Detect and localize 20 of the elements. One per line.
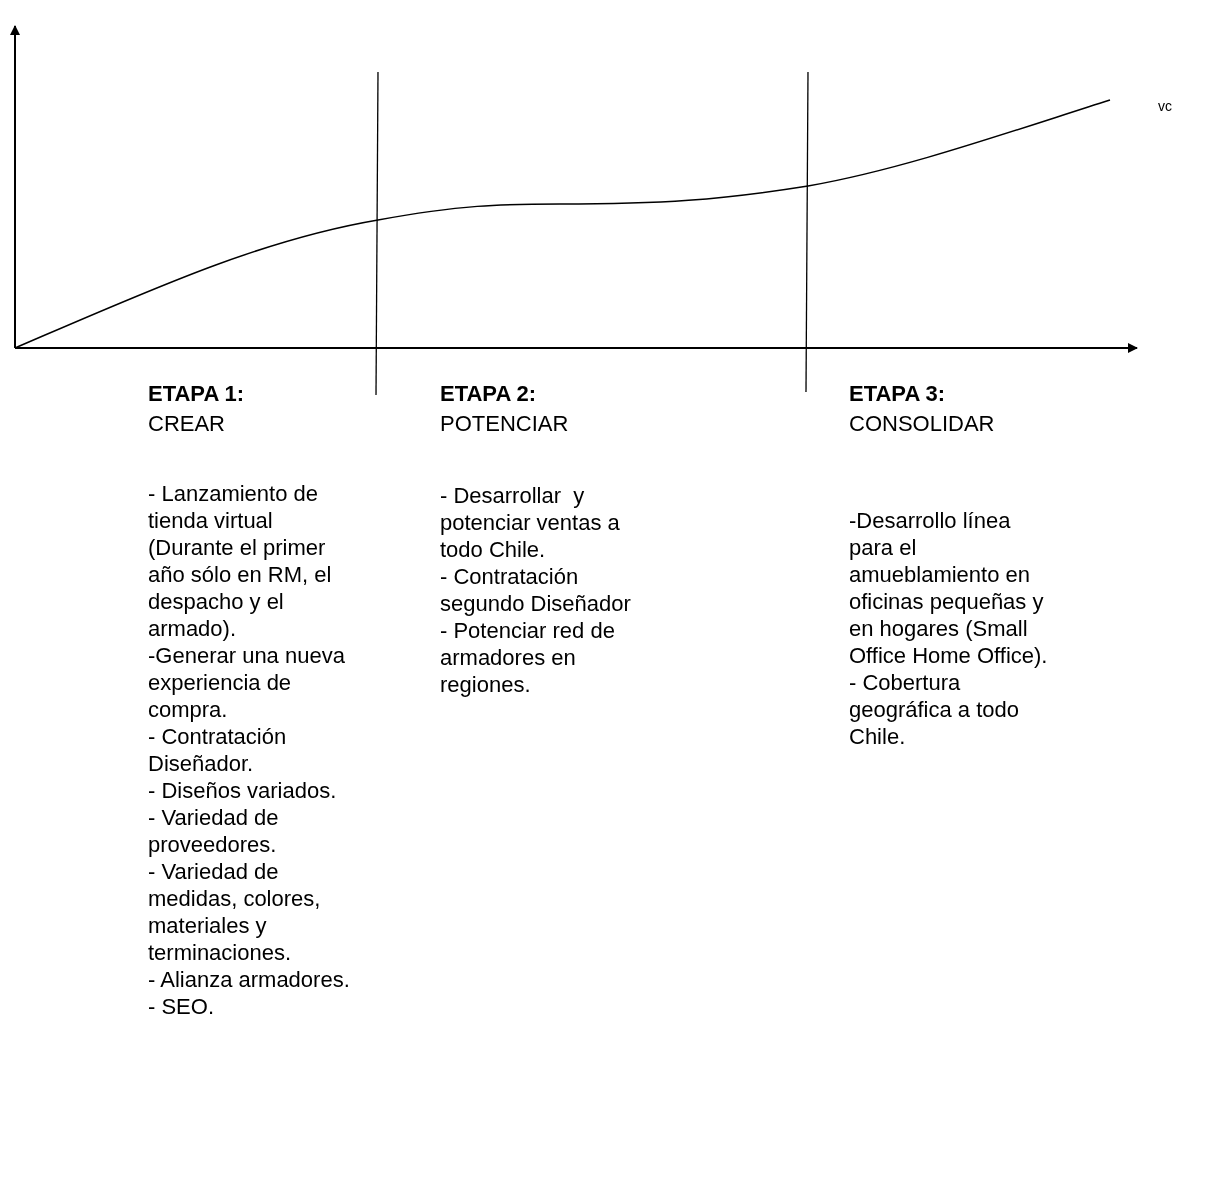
bullet-item: - Variedad de proveedores.	[148, 804, 280, 858]
bullet-item: - Contratación segundo Diseñador	[440, 563, 632, 617]
stage-heading: ETAPA 2:	[440, 380, 537, 407]
bullet-item: - Cobertura geográfica a todo Chile.	[849, 669, 1021, 750]
stage-heading: ETAPA 1:	[148, 380, 245, 407]
bullet-item: - Potenciar red de armadores en regiones.	[440, 617, 616, 698]
bullet-item: - Alianza armadores.	[148, 966, 351, 993]
bullet-item: - Variedad de medidas, colores, materiales y terminaciones.	[148, 858, 322, 966]
bullet-item: - Lanzamiento de tienda virtual (Durante el primer año sólo en RM, el despacho y el armado).	[148, 480, 333, 642]
bullet-item: -Desarrollo línea para el amueblamiento en oficinas pequeñas y en hogares (Small Office Home Office).	[849, 507, 1049, 669]
stage-heading: ETAPA 3:	[849, 380, 946, 407]
bullet-item: - Contratación Diseñador.	[148, 723, 288, 777]
bullet-item: - Diseños variados.	[148, 777, 338, 804]
bullet-item: -Generar una nueva experiencia de compra.	[148, 642, 346, 723]
stage-name: POTENCIAR	[440, 410, 569, 437]
stage-name: CREAR	[148, 410, 225, 437]
curve-label: vc	[1158, 98, 1172, 114]
stage-name: CONSOLIDAR	[849, 410, 995, 437]
bullet-item: - SEO.	[148, 993, 215, 1020]
bullet-item: - Desarrollar y potenciar ventas a todo Chile.	[440, 482, 621, 563]
